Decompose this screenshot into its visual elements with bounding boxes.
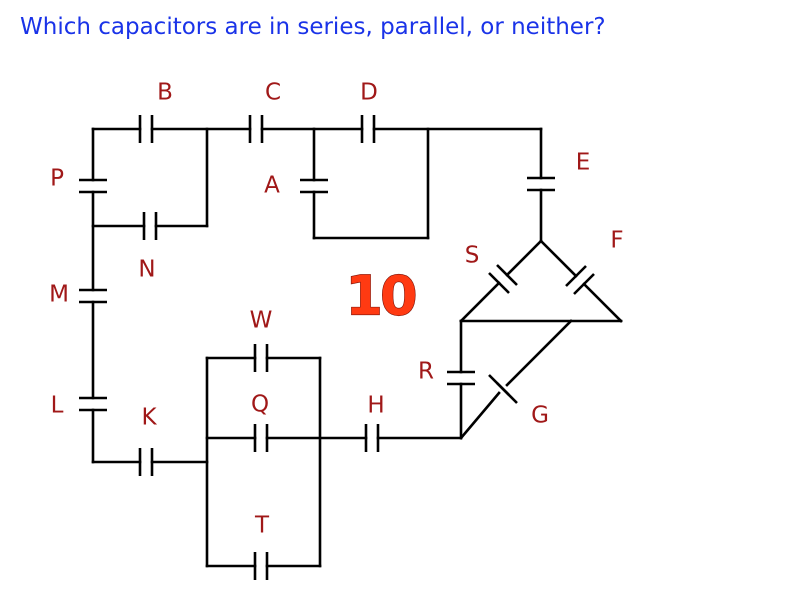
capacitor-w	[253, 344, 269, 372]
label-f: F	[610, 228, 623, 254]
label-a: A	[264, 173, 280, 199]
label-b: B	[157, 80, 173, 106]
capacitor-c	[248, 115, 264, 143]
label-e: E	[576, 150, 591, 176]
capacitor-r	[447, 370, 475, 386]
label-w: W	[250, 308, 273, 334]
capacitor-g	[488, 374, 518, 404]
capacitor-q	[253, 424, 269, 452]
capacitor-h	[364, 424, 380, 452]
capacitor-a	[300, 178, 328, 194]
capacitor-n	[142, 212, 158, 240]
label-c: C	[265, 80, 281, 106]
capacitor-s	[488, 264, 518, 294]
problem-number: 10	[345, 265, 415, 328]
label-s: S	[465, 243, 480, 269]
label-h: H	[367, 393, 384, 419]
label-k: K	[141, 405, 157, 431]
capacitor-b	[138, 115, 154, 143]
capacitor-l	[79, 396, 107, 412]
label-n: N	[138, 257, 155, 283]
capacitor-e	[527, 176, 555, 192]
capacitor-p	[79, 178, 107, 194]
label-r: R	[418, 359, 434, 385]
label-q: Q	[251, 392, 269, 418]
label-g: G	[531, 403, 549, 429]
capacitor-d	[360, 115, 376, 143]
question-title: Which capacitors are in series, parallel…	[20, 14, 606, 40]
label-t: T	[254, 513, 270, 539]
label-m: M	[49, 282, 69, 308]
capacitor-m	[79, 288, 107, 304]
capacitor-k	[138, 448, 154, 476]
circuit-wires	[91, 127, 623, 568]
capacitor-f	[565, 265, 595, 295]
label-p: P	[50, 166, 64, 192]
capacitor-t	[253, 552, 269, 580]
label-d: D	[360, 80, 378, 106]
label-l: L	[51, 393, 64, 419]
